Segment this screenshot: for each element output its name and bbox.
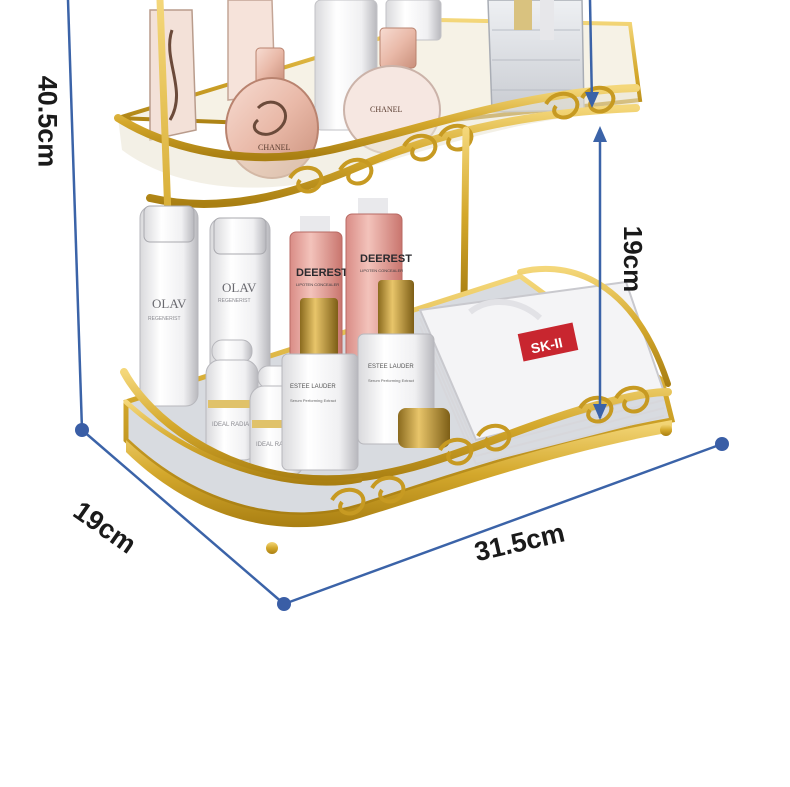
- estee-bottles: ESTEE LAUDER Serum Performing Extract ES…: [281, 280, 450, 471]
- depth-dimension-line: [81, 429, 285, 605]
- serum-sub-1: REGENERIST: [148, 316, 181, 322]
- dimension-lines: [66, 0, 723, 606]
- estee-brand-1: ESTEE LAUDER: [290, 384, 336, 390]
- foot-right: [660, 424, 672, 436]
- shelf-gap-dimension-label: 19cm: [618, 225, 648, 293]
- serum-brand-2: OLAV: [222, 280, 257, 295]
- dimension-arrows: [585, 92, 607, 420]
- estee-sub-2: Serum Performing Extract: [368, 378, 415, 383]
- width-dimension-line: [283, 442, 723, 606]
- perfume-right-label: CHANEL: [370, 105, 403, 114]
- dot-front-left: [277, 597, 291, 611]
- pink-brand-2: DEEREST: [360, 253, 412, 265]
- serum-sub-2: REGENERIST: [218, 298, 251, 304]
- mask-brand-label: SK-II: [529, 334, 564, 356]
- estee-sub-1: Serum Performing Extract: [290, 398, 337, 403]
- height-dimension-line: [66, 0, 84, 431]
- small-bottle-label-1: IDEAL RADIANCE: [212, 422, 262, 428]
- pink-sub-2: LIPOTEN CONCEALER: [360, 268, 403, 273]
- dot-front-right: [715, 437, 729, 451]
- mask-brand-badge: [517, 322, 579, 362]
- estee-brand-2: ESTEE LAUDER: [368, 364, 414, 370]
- height-dimension-label: 40.5cm: [32, 75, 63, 168]
- perfume-brand-label: CHANEL: [258, 143, 291, 152]
- small-bottle-label-2: IDEAL RADIANCE: [256, 442, 306, 448]
- serum-brand-1: OLAV: [152, 296, 187, 311]
- foot-left: [266, 542, 278, 554]
- upper-tier: CHANEL CHANEL: [114, 0, 643, 208]
- dot-back-left: [75, 423, 89, 437]
- lower-tier: SK-II OLAV REGENERIST OLAV REGENERIST DE…: [120, 198, 676, 554]
- dimension-dots: [75, 423, 729, 611]
- pink-brand-1: DEEREST: [296, 267, 348, 279]
- lower-scroll-decor: [330, 385, 650, 516]
- pink-sub-1: LIPOTEN CONCEALER: [296, 282, 339, 287]
